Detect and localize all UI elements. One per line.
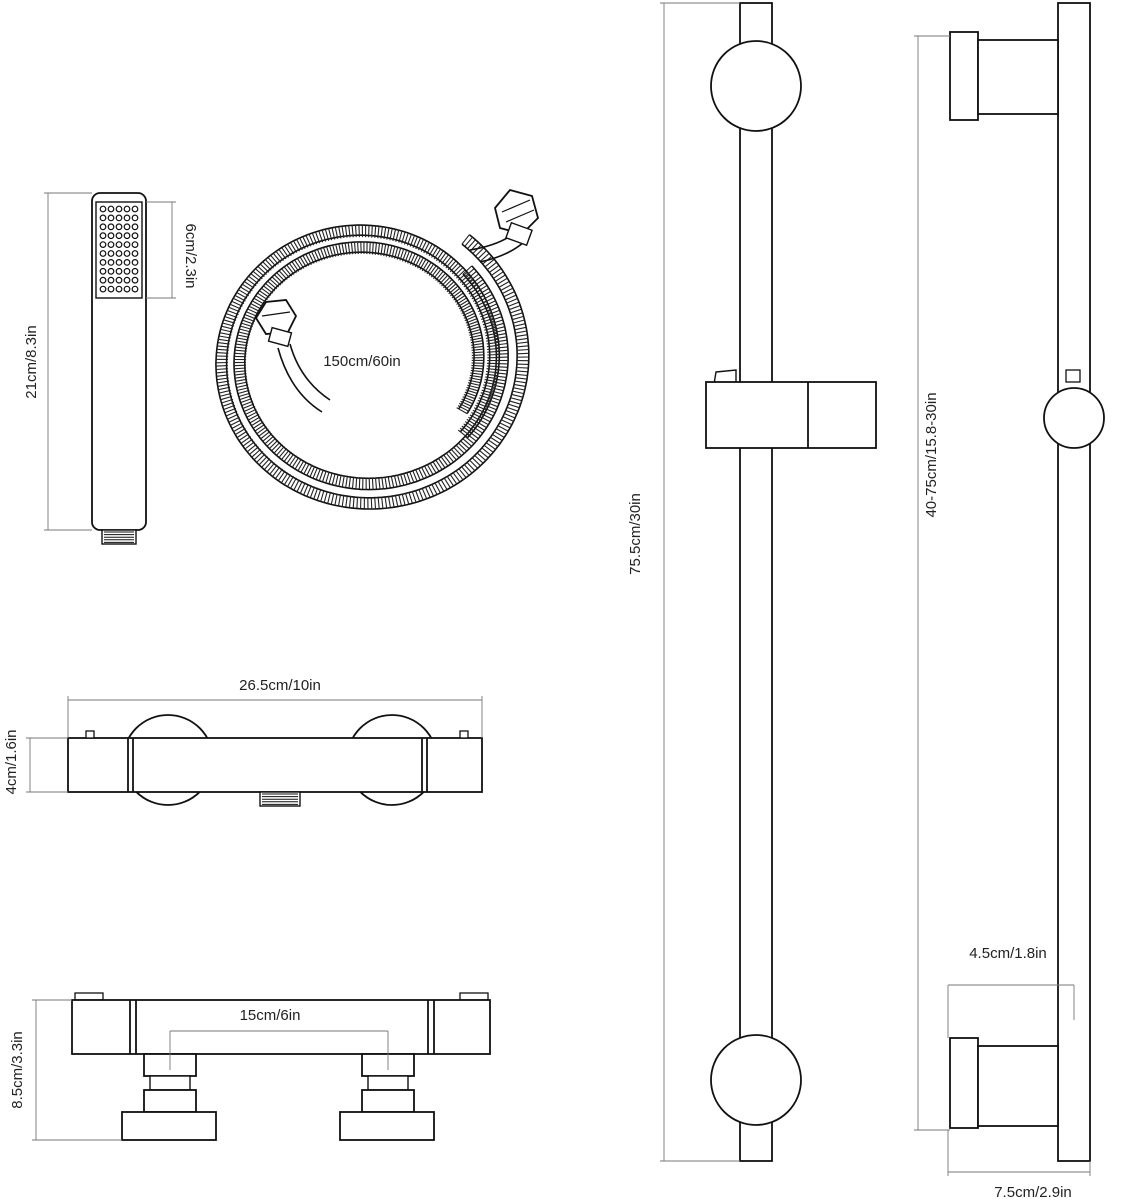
- bracket-offset-label: 4.5cm/1.8in: [969, 945, 1047, 962]
- valve-height-label: 4cm/1.6in: [3, 729, 20, 794]
- valve-depth-dimension: 8.5cm/3.3in: [9, 999, 122, 1141]
- inlet-connector-left: [121, 1053, 217, 1141]
- wall-bracket-bottom: [949, 1037, 1059, 1129]
- valve-centers-dimension: 15cm/6in: [169, 1007, 389, 1070]
- inlet-connector-right: [339, 1053, 435, 1141]
- slide-holder: [705, 369, 877, 449]
- handheld-head-dimension: 6cm/2.3in: [146, 201, 199, 299]
- bracket-depth-label: 7.5cm/2.9in: [994, 1184, 1072, 1200]
- hose-fitting-left: [254, 299, 298, 348]
- valve-front-view: [67, 714, 483, 807]
- rail-adjust-label: 40-75cm/15.8-30in: [923, 392, 940, 517]
- slide-rail-side: [949, 2, 1105, 1162]
- valve-depth-label: 8.5cm/3.3in: [9, 1031, 26, 1109]
- slide-rail-front: [705, 2, 877, 1162]
- side-slide-holder: [1043, 369, 1105, 449]
- rail-length-label: 75.5cm/30in: [627, 493, 644, 575]
- rail-length-dimension: 75.5cm/30in: [627, 2, 740, 1162]
- rail-adjust-dimension: 40-75cm/15.8-30in: [914, 35, 950, 1131]
- wall-bracket-top: [949, 31, 1059, 121]
- hose-length-label: 150cm/60in: [323, 353, 401, 370]
- handheld-length-dimension: 21cm/8.3in: [23, 192, 92, 531]
- valve-width-dimension: 26.5cm/10in: [67, 677, 483, 738]
- valve-outlet-thread: [262, 793, 298, 805]
- bracket-depth-dimension: 7.5cm/2.9in: [947, 1130, 1091, 1200]
- handheld-length-label: 21cm/8.3in: [23, 325, 40, 398]
- valve-height-dimension: 4cm/1.6in: [3, 729, 68, 795]
- handheld-head-label: 6cm/2.3in: [182, 223, 199, 288]
- valve-width-label: 26.5cm/10in: [239, 677, 321, 694]
- shower-hose: 150cm/60in: [215, 188, 540, 510]
- bracket-offset-dimension: 4.5cm/1.8in: [947, 945, 1075, 1038]
- hose-fitting-right: [494, 188, 540, 247]
- head-thread-connector: [104, 531, 134, 543]
- spray-nozzle-grid: [99, 205, 139, 293]
- handheld-shower-head: [91, 192, 147, 545]
- valve-centers-label: 15cm/6in: [240, 1007, 301, 1024]
